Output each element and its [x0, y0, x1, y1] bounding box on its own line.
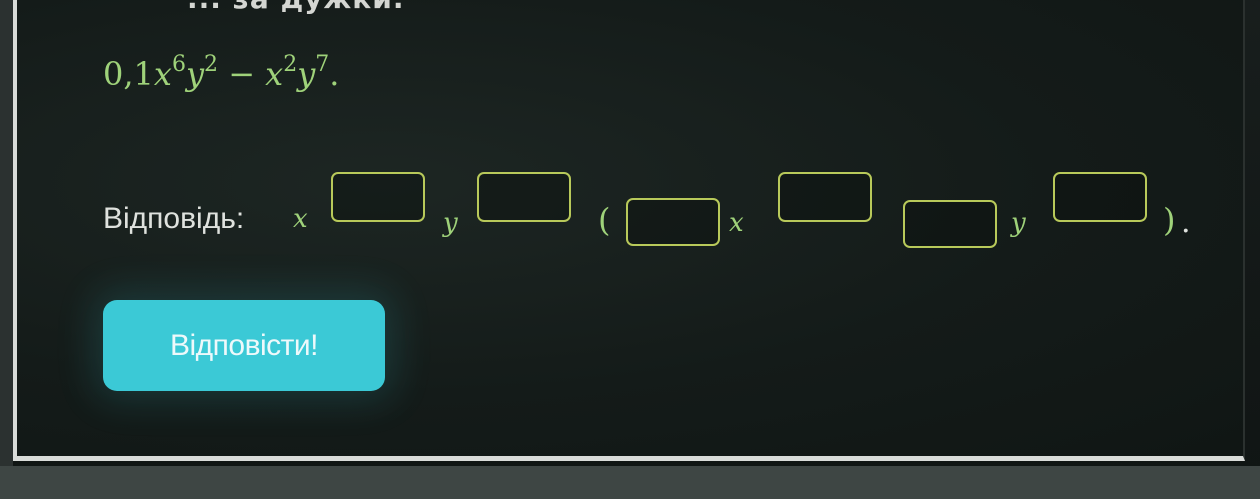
- bottom-bezel: [0, 466, 1260, 499]
- term2-var-x: x: [265, 55, 284, 93]
- inner-second-term-input[interactable]: [903, 200, 997, 248]
- inner-var-x: x: [729, 208, 744, 238]
- left-rail: [0, 0, 13, 466]
- inner-coefficient-input[interactable]: [626, 198, 720, 246]
- submit-answer-button[interactable]: Відповісти!: [103, 300, 385, 391]
- term2-exp-x: 2: [283, 52, 298, 77]
- answer-period: .: [1181, 205, 1191, 240]
- answer-var-x: x: [293, 204, 308, 234]
- task-panel: ... за дужки. 0,1x6y2 − x2y7. Відповідь:…: [13, 0, 1245, 461]
- term1-exp-x: 6: [171, 52, 186, 77]
- term2-var-y: y: [297, 55, 316, 93]
- task-expression: 0,1x6y2 − x2y7.: [103, 52, 340, 93]
- inner-x-exponent-input[interactable]: [778, 172, 872, 222]
- term1-var-y: y: [185, 55, 205, 93]
- answer-var-y: y: [443, 208, 458, 238]
- x-exponent-input[interactable]: [331, 172, 425, 222]
- open-paren: (: [598, 201, 611, 239]
- term2-exp-y: 7: [315, 52, 330, 77]
- y-exponent-input[interactable]: [477, 172, 571, 222]
- instruction-heading: ... за дужки.: [187, 0, 405, 15]
- answer-row: Відповідь: x y ( x y ) .: [103, 168, 1213, 258]
- expression-period: .: [329, 55, 340, 93]
- minus-operator: −: [228, 55, 255, 93]
- coefficient: 0,1: [103, 55, 154, 93]
- close-paren: ): [1163, 201, 1176, 239]
- inner-y-exponent-input[interactable]: [1053, 172, 1147, 222]
- inner-var-y: y: [1011, 208, 1026, 238]
- term1-var-x: x: [153, 55, 172, 93]
- term1-exp-y: 2: [204, 52, 219, 77]
- answer-label: Відповідь:: [103, 202, 245, 235]
